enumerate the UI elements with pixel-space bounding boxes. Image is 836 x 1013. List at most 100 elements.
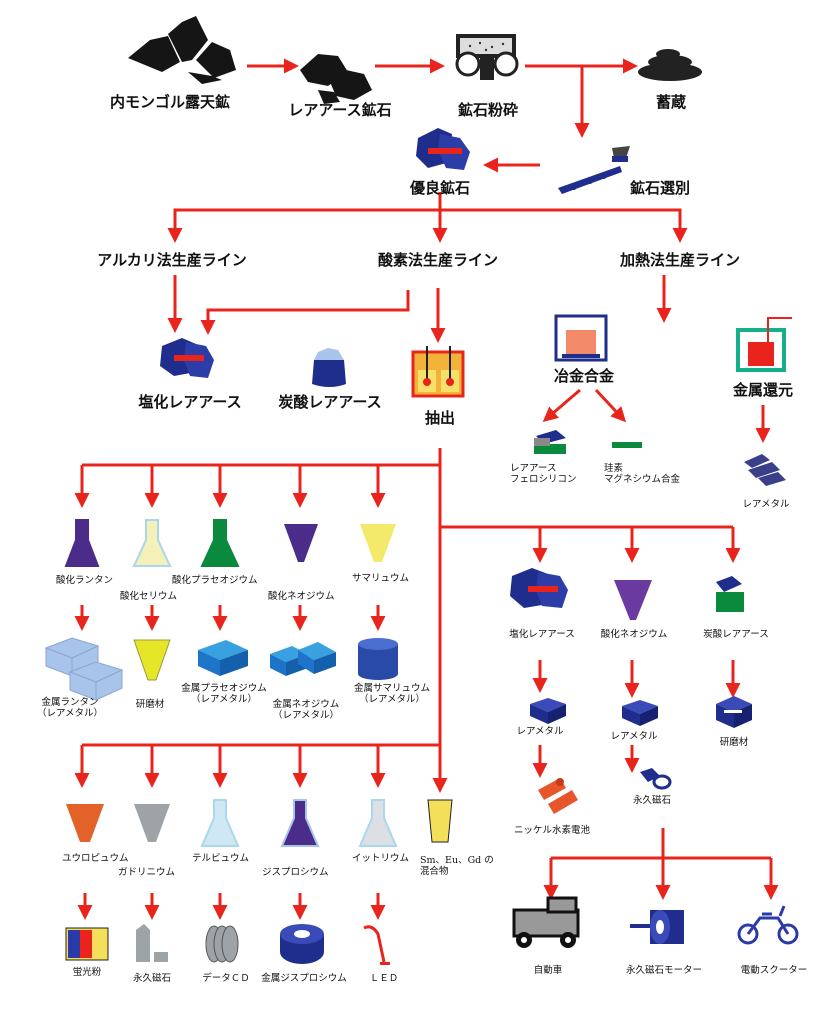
ce-oxide-flask-icon [132, 519, 172, 567]
label-rb-chloride: 塩化レアアース [509, 629, 575, 640]
label-dy-metal: 金属ジスプロシウム [261, 973, 347, 984]
label-la-oxide: 酸化ランタン [56, 575, 114, 586]
sorter-icon [558, 146, 630, 194]
label-nd-oxide: 酸化ネオジウム [268, 591, 335, 602]
label-motor: 永久磁石モーター [625, 965, 703, 976]
label-dysprosium: ジスプロシウム [262, 867, 329, 878]
label-metallurgical-alloy: 冶金合金 [553, 367, 615, 385]
ce-abrasive-cone-icon [133, 639, 171, 681]
label-heating-line: 加熱法生産ライン [619, 251, 741, 269]
mix-glass-icon [427, 799, 453, 843]
phosphor-icon [65, 927, 109, 961]
la-metal-block-icon [44, 637, 124, 701]
label-la-metal: 金属ランタン （レアメタル） [36, 697, 104, 719]
label-alkali-line: アルカリ法生産ライン [97, 251, 247, 269]
label-pr-metal: 金属プラセオジウム （レアメタル） [181, 683, 267, 705]
label-silicon-mg: 珪素 マグネシウム合金 [604, 463, 681, 485]
label-europium: ユウロピュウム [62, 853, 129, 864]
motor-icon [630, 910, 684, 944]
line-quality-split [167, 192, 442, 243]
pr-metal-block-icon [198, 640, 248, 676]
label-extraction: 抽出 [424, 409, 456, 427]
crucible-icon [554, 314, 608, 362]
label-nd-metal: 金属ネオジウム （レアメタル） [272, 699, 340, 721]
ore-chunk-icon [416, 128, 470, 170]
label-perm-magnet: 永久磁石 [132, 973, 172, 984]
gd-cone-icon [134, 804, 170, 842]
label-gadolinium: ガドリニウム [118, 867, 176, 878]
label-led: ＬＥＤ [369, 973, 399, 984]
label-yttrium: イットリウム [352, 853, 410, 864]
rb-carbonate-icon [716, 576, 744, 612]
gd-magnet-icon [136, 924, 168, 962]
ore-icon [300, 54, 372, 104]
nd-oxide-cone-icon [284, 524, 318, 562]
label-storage: 蓄蔵 [655, 93, 687, 111]
rock-icon [128, 16, 236, 84]
label-car: 自動車 [533, 965, 563, 976]
chloride-icon [160, 338, 214, 378]
la-oxide-flask-icon [64, 519, 100, 567]
battery-icon [538, 778, 578, 814]
rare-metal-plates-icon [744, 454, 786, 486]
label-rare-earth-ore: レアアース鉱石 [288, 101, 392, 119]
flow-arrows [74, 58, 779, 920]
label-chloride: 塩化レアアース [138, 393, 242, 411]
led-icon [363, 925, 390, 965]
sm-metal-cylinder-icon [358, 638, 398, 680]
pile-icon [638, 49, 702, 81]
label-rb-nd-oxide: 酸化ネオジウム [600, 629, 668, 640]
y-flask-icon [358, 799, 398, 847]
label-acid-line: 酸素法生産ライン [377, 251, 499, 269]
scooter-icon [737, 905, 799, 945]
label-rb-carbonate: 炭酸レアアース [703, 629, 769, 640]
rb-chloride-icon [510, 568, 568, 608]
label-sm-metal: 金属サマリュウム （レアメタル） [353, 683, 431, 705]
rb-nd-cone-icon [614, 580, 652, 620]
label-inner-mongolia-mine: 内モンゴル露天鉱 [109, 93, 231, 111]
label-rb-rare-metal-2: レアメタル [610, 731, 658, 742]
carbonate-icon [312, 348, 346, 387]
label-phosphor: 蛍光粉 [72, 967, 102, 978]
label-rb-perm-magnet: 永久磁石 [632, 795, 672, 806]
label-terbium: テルビュウム [192, 853, 250, 864]
rb-abrasive-block-icon [716, 696, 752, 728]
pr-oxide-flask-icon [200, 519, 240, 567]
nd-metal-block-icon [270, 642, 336, 676]
arrow-alloy-right [594, 388, 627, 423]
sm-cone-icon [360, 524, 396, 562]
furnace-icon [736, 317, 792, 372]
label-samarium: サマリュウム [352, 573, 410, 584]
label-rb-rare-metal-1: レアメタル [516, 726, 564, 737]
label-ferrosilicon: レアアース フェロシリコン [510, 463, 577, 485]
label-abrasive: 研磨材 [135, 699, 165, 710]
label-carbonate: 炭酸レアアース [278, 393, 382, 411]
label-ce-oxide: 酸化セリウム [120, 591, 178, 602]
label-scooter: 電動スクーター [740, 965, 808, 976]
crusher-icon [455, 34, 519, 80]
label-rare-metal-heat: レアメタル [742, 499, 790, 510]
label-ore-crushing: 鉱石粉砕 [457, 101, 519, 119]
ferrosilicon-icon [534, 430, 566, 454]
label-data-cd: データＣＤ [202, 973, 250, 984]
dy-metal-ring-icon [280, 924, 324, 964]
cd-icon [205, 925, 239, 963]
label-ore-sorting: 鉱石選別 [629, 179, 691, 197]
arrow-acid-to-chloride [200, 290, 410, 335]
arrow-to-heating [440, 208, 688, 243]
dy-flask-icon [280, 799, 320, 847]
extraction-icon [411, 346, 465, 398]
label-pr-oxide: 酸化プラセオジウム [172, 575, 258, 586]
rb-metal1-block-icon [530, 698, 566, 724]
label-quality-ore: 優良鉱石 [409, 179, 471, 197]
tb-flask-icon [200, 799, 240, 847]
label-rb-abrasive: 研磨材 [719, 737, 749, 748]
rb-magnet-icon [640, 768, 672, 790]
eu-cone-icon [66, 804, 104, 842]
label-mixture: Sm、Eu、Gd の 混合物 [420, 855, 494, 877]
arrow-alloy-left [542, 388, 581, 422]
rb-metal2-block-icon [622, 700, 658, 726]
label-metal-reduction: 金属還元 [732, 381, 794, 399]
